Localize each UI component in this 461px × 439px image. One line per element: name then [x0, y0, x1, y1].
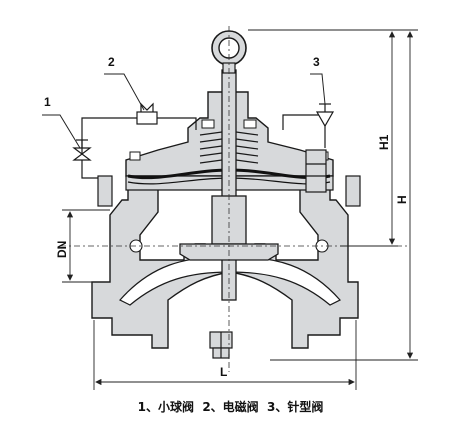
flange-stubs — [97, 175, 361, 207]
needle-valve-body — [305, 149, 327, 193]
callout-1: 1 — [44, 95, 51, 109]
parts-legend-caption: 1、小球阀 2、电磁阀 3、针型阀 — [137, 400, 324, 414]
dimension-l: L — [220, 365, 227, 379]
dimension-h: H — [395, 195, 409, 204]
leader-lines — [42, 73, 326, 149]
spring — [199, 131, 259, 164]
dimension-h1: H1 — [377, 134, 391, 150]
lifting-eye — [211, 30, 247, 74]
drain-plug — [209, 331, 233, 359]
callout-3: 3 — [313, 55, 320, 69]
dimension-dn: DN — [55, 241, 69, 258]
callout-2: 2 — [108, 55, 115, 69]
ball-valve-symbol — [72, 139, 92, 161]
dimension-lines — [62, 29, 418, 390]
solenoid-valve-symbol — [136, 102, 158, 125]
needle-valve-symbol — [315, 103, 335, 128]
